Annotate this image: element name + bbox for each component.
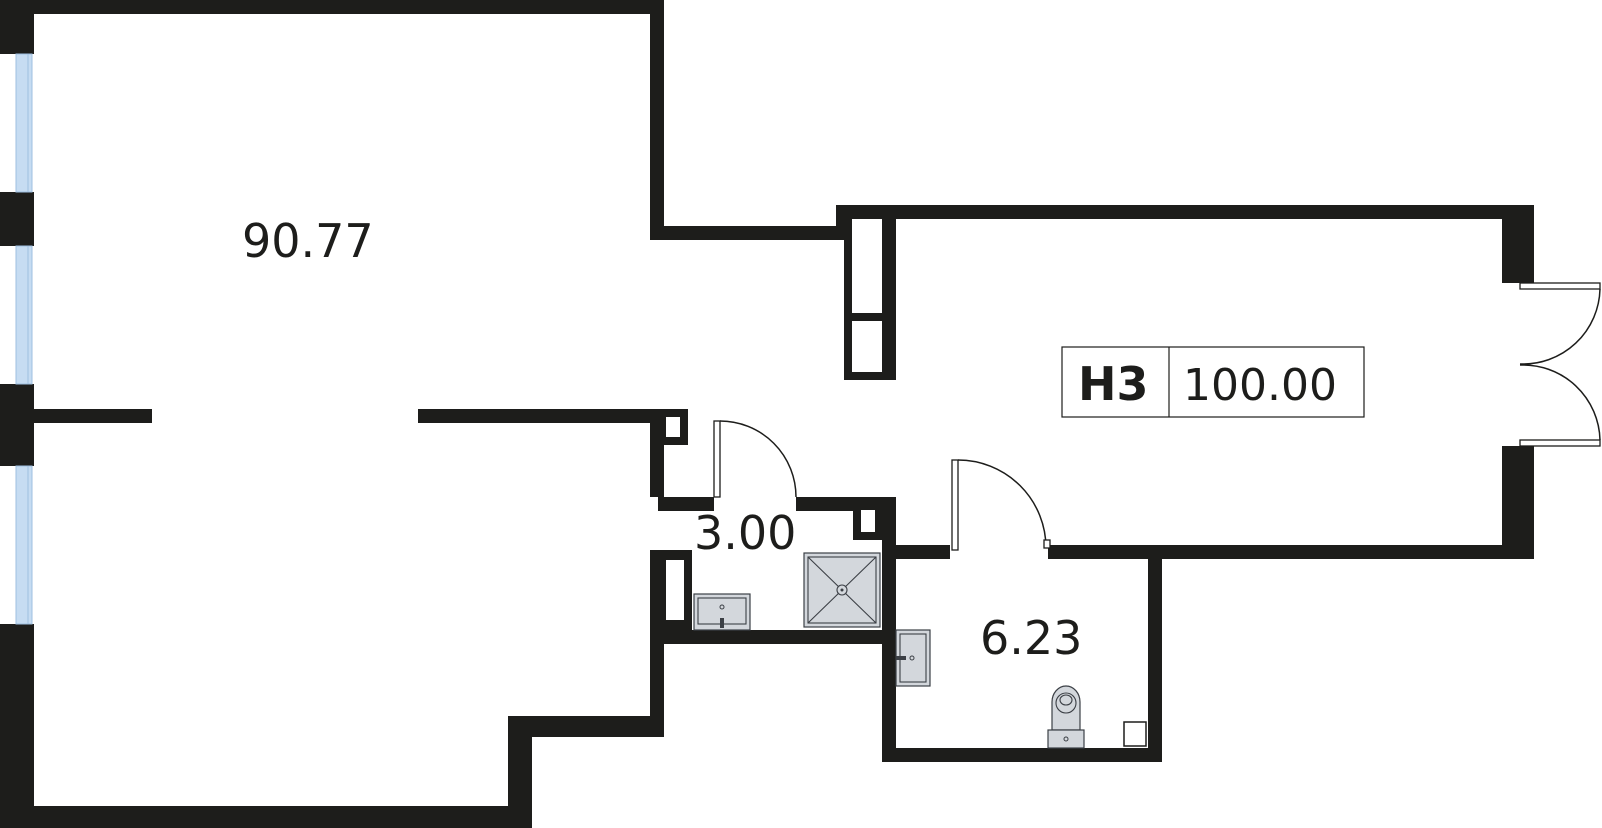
left-wall-bottom	[0, 624, 34, 828]
toilet-bath-right	[1148, 545, 1162, 761]
corridor-top-wall	[650, 226, 840, 240]
right-outer-wall-bottom	[1502, 446, 1534, 558]
badge-box	[1061, 346, 1365, 418]
door-toilet-bath[interactable]	[951, 459, 1051, 551]
shower-bath-bottom	[658, 630, 896, 644]
toilet-bath-top-left	[896, 545, 950, 559]
partition-left	[34, 409, 152, 423]
toilet-bath-bottom	[882, 748, 1162, 762]
window-3	[15, 465, 33, 625]
shower-bath-top-left	[658, 497, 714, 511]
partition-right	[418, 409, 658, 423]
right-top-wall	[836, 205, 1534, 219]
door-shower-bath[interactable]	[713, 420, 797, 498]
shaft-wall-bottom	[844, 372, 896, 380]
walls	[0, 0, 1534, 828]
left-wall-pier-1	[0, 192, 34, 246]
doors	[713, 282, 1601, 551]
right-bottom-wall	[1048, 545, 1534, 559]
shower-shaft-inner	[861, 510, 875, 532]
toilet-shaft	[1123, 721, 1147, 747]
apartment-code: Н3	[1078, 357, 1149, 411]
top-right-wall	[650, 0, 664, 240]
room-area-shower-bath: 3.00	[694, 506, 796, 560]
room-area-main: 90.77	[242, 214, 374, 268]
small-shaft-1-inner	[666, 417, 680, 437]
left-wall-pier-2	[0, 384, 34, 466]
windows	[15, 53, 33, 625]
lower-right-wall	[650, 630, 664, 737]
entrance-double-door[interactable]	[1519, 282, 1601, 447]
sink-icon	[693, 593, 751, 631]
window-1	[15, 53, 33, 193]
apartment-badge: Н3 100.00	[1061, 346, 1365, 418]
toilet-icon	[1047, 685, 1085, 749]
shaft-wall-left	[844, 218, 852, 380]
shaft-wall-mid	[844, 313, 896, 321]
right-outer-wall-top	[1502, 205, 1534, 283]
room-area-toilet-bath: 6.23	[980, 611, 1082, 665]
window-2	[15, 245, 33, 385]
top-wall	[0, 0, 664, 14]
bath-divider-wall	[882, 497, 896, 761]
bottom-wall	[0, 806, 532, 828]
sink-icon-2	[895, 629, 931, 687]
lower-step-wall	[508, 716, 664, 737]
small-shaft-2-inner	[666, 560, 684, 620]
apartment-total-area: 100.00	[1183, 360, 1337, 411]
shaft-wall-right	[882, 218, 896, 380]
fixtures	[693, 552, 1085, 749]
shower-tray-icon	[803, 552, 881, 628]
